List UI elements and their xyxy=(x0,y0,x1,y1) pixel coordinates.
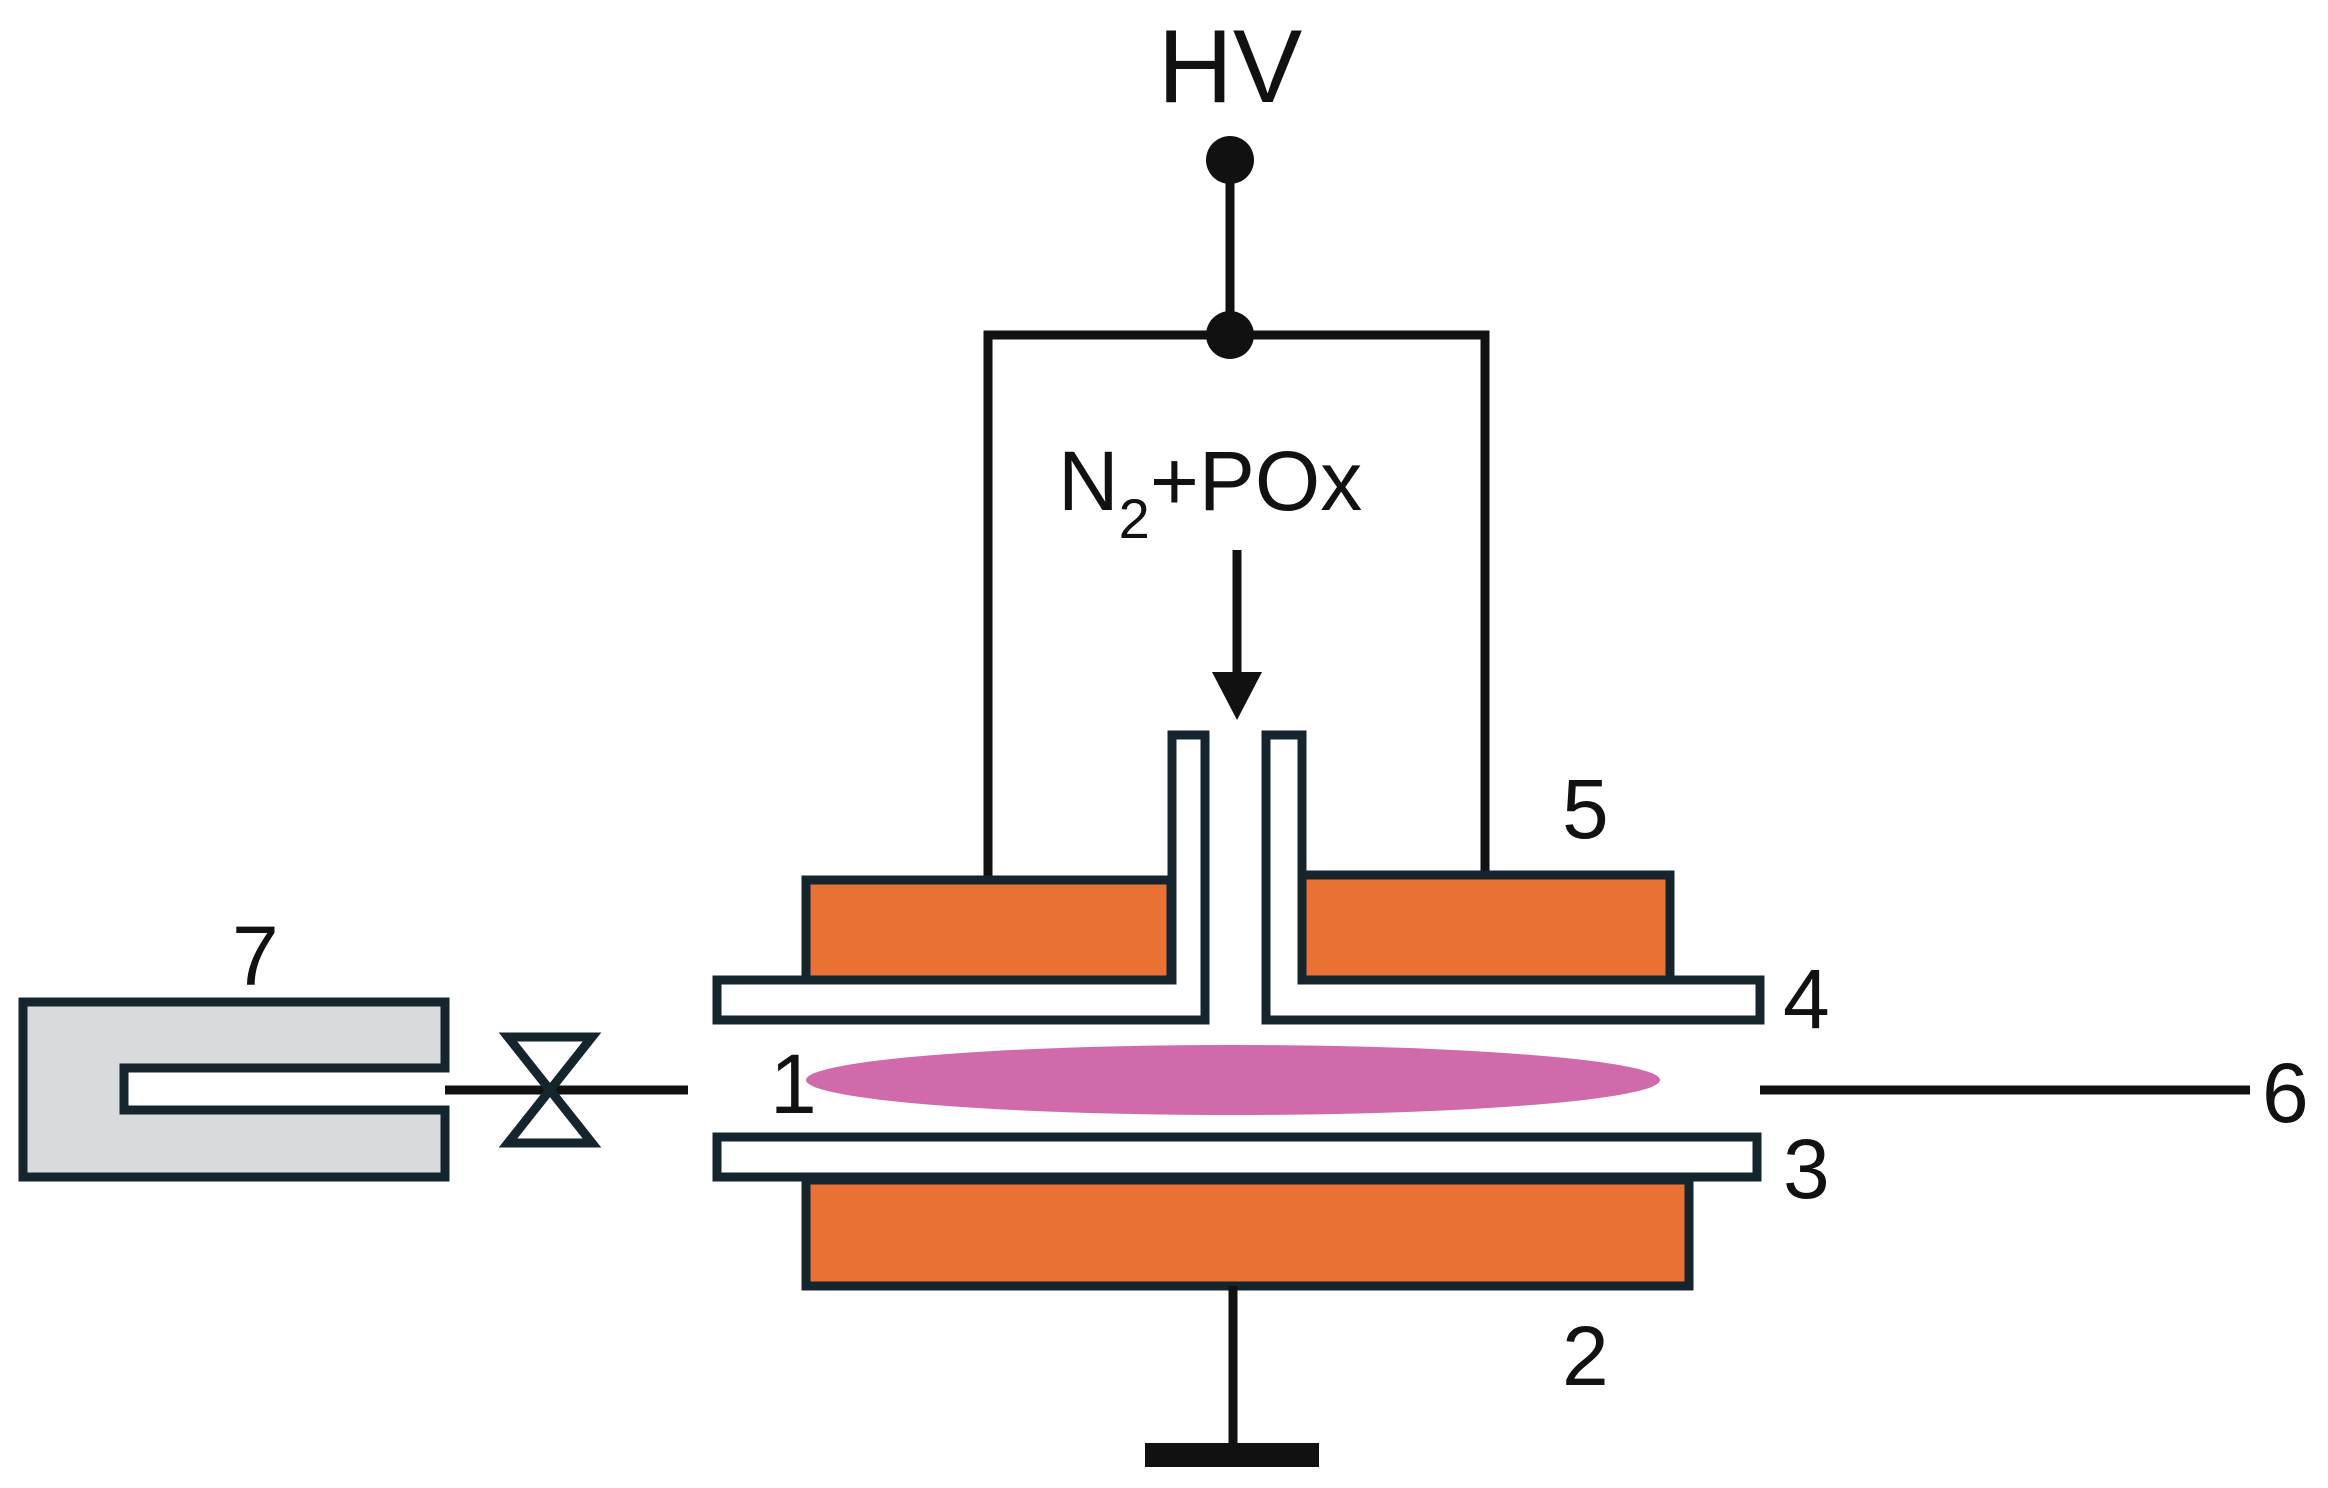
top-electrode-right xyxy=(1297,870,1675,985)
ground-symbol xyxy=(1145,1443,1319,1467)
ground-electrode xyxy=(801,1175,1694,1291)
top-dielectric-right xyxy=(1261,730,1765,1025)
gas-label: N2+POx xyxy=(1058,434,1362,550)
label-top-dielectric: 4 xyxy=(1783,952,1830,1046)
label-bottom-dielectric: 3 xyxy=(1783,1122,1830,1216)
valve-icon xyxy=(498,1032,602,1148)
bottom-dielectric xyxy=(712,1132,1762,1182)
plasma-discharge xyxy=(806,1045,1660,1115)
label-detector: 7 xyxy=(232,909,279,1003)
label-ground-electrode: 2 xyxy=(1562,1309,1609,1403)
top-dielectric-left xyxy=(712,730,1210,1025)
hv-label: HV xyxy=(1158,9,1302,125)
label-outlet: 6 xyxy=(2262,1046,2309,1140)
gas-inflow-arrowhead xyxy=(1212,672,1262,720)
hv-distribution-wire xyxy=(983,330,1490,880)
gas-label-tail: +POx xyxy=(1150,434,1362,528)
gas-label-subscript: 2 xyxy=(1119,487,1150,550)
detector-chamber xyxy=(18,997,450,1182)
label-plasma: 1 xyxy=(770,1037,817,1131)
gas-label-main: N xyxy=(1058,434,1119,528)
label-top-electrode: 5 xyxy=(1562,762,1609,856)
top-electrode-left xyxy=(801,875,1176,985)
